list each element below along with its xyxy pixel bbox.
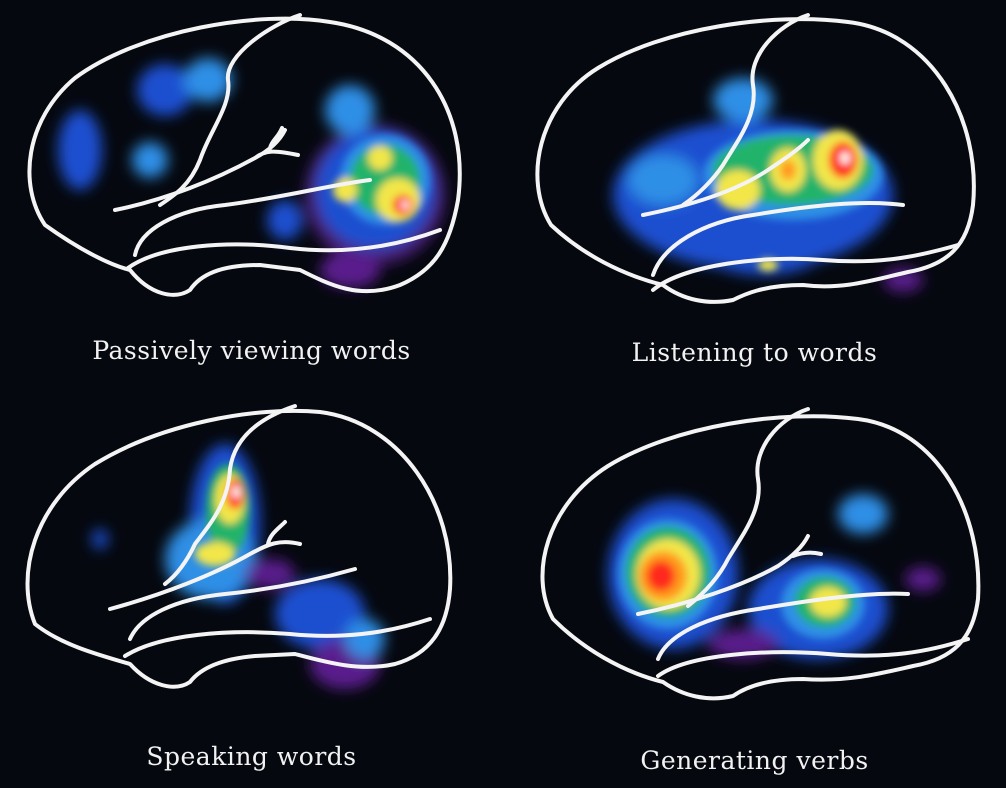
brain-scan-image [25, 404, 453, 689]
panel-speaking-words: Speaking words [0, 394, 503, 788]
activation-heatmap [608, 494, 941, 659]
panel-passively-viewing-words: Passively viewing words [0, 0, 503, 394]
panel-caption: Generating verbs [640, 746, 869, 775]
activation-heatmap [613, 78, 923, 292]
brain-scan-image [535, 13, 976, 304]
panel-caption: Speaking words [146, 742, 357, 771]
brain-outline [540, 407, 981, 701]
brain-outline [25, 404, 453, 689]
panel-caption: Passively viewing words [92, 336, 411, 365]
brain-scan-image [27, 13, 462, 297]
panel-caption: Listening to words [631, 338, 878, 367]
brain-outline [27, 13, 462, 297]
panel-listening-to-words: Listening to words [503, 0, 1006, 394]
activation-heatmap [92, 444, 385, 689]
panel-generating-verbs: Generating verbs [503, 394, 1006, 788]
activation-heatmap [58, 58, 445, 288]
brain-outline [535, 13, 976, 304]
brain-scan-image [540, 407, 981, 701]
